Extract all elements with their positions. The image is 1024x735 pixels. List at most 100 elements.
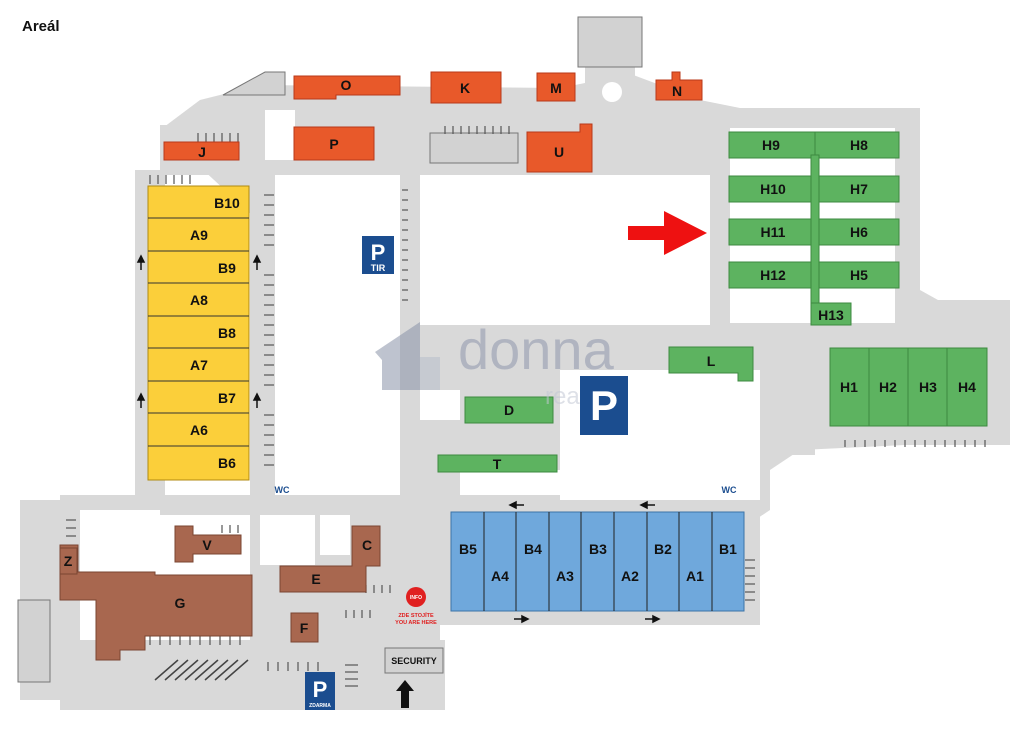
building-h13[interactable]: [810, 302, 852, 326]
label-a7[interactable]: A7: [190, 357, 208, 373]
label-b6[interactable]: B6: [218, 455, 236, 471]
label-a3[interactable]: A3: [556, 568, 574, 584]
label-a1[interactable]: A1: [686, 568, 704, 584]
building-h11[interactable]: [728, 218, 816, 246]
building-h7[interactable]: [814, 175, 900, 203]
blue-building-block: B5 A4 B4 A3 B3 A2 B2 A1 B1: [450, 511, 745, 612]
building-g[interactable]: [59, 544, 253, 661]
building-f[interactable]: [290, 612, 319, 643]
orange-buildings: [163, 71, 703, 173]
label-h12: H12: [760, 267, 786, 283]
label-a2[interactable]: A2: [621, 568, 639, 584]
parking-tir-sub: TIR: [371, 263, 386, 273]
label-c: C: [362, 537, 372, 553]
building-p-top[interactable]: [293, 126, 375, 161]
spine-h: [810, 154, 820, 306]
building-o[interactable]: [293, 75, 401, 100]
label-g: G: [175, 595, 186, 611]
small-arrow-icon: [639, 500, 655, 510]
label-h7: H7: [850, 181, 868, 197]
label-v: V: [202, 537, 212, 553]
gray-building: [384, 647, 444, 674]
building-m[interactable]: [536, 72, 576, 102]
small-arrow-icon: [514, 614, 530, 624]
stalls-left-column: [264, 194, 274, 466]
label-h10: H10: [760, 181, 786, 197]
label-l: L: [707, 353, 716, 369]
label-b2[interactable]: B2: [654, 541, 672, 557]
map-title: Areál: [22, 18, 60, 35]
building-h12[interactable]: [728, 261, 816, 289]
small-arrow-icon: [136, 254, 146, 270]
building-d[interactable]: [464, 396, 554, 424]
parking-tir-sign: [362, 236, 394, 274]
parking-free-sub: ZDARMA: [309, 703, 331, 709]
label-h9: H9: [762, 137, 780, 153]
label-b4[interactable]: B4: [524, 541, 542, 557]
building-z[interactable]: [59, 547, 78, 575]
parking-tir-label: P: [371, 240, 386, 265]
building-h3[interactable]: [907, 347, 948, 427]
label-b8[interactable]: B8: [218, 325, 236, 341]
building-t[interactable]: [437, 454, 558, 473]
building-h9[interactable]: [728, 131, 816, 159]
building-yellow-block: [147, 185, 250, 481]
label-h5: H5: [850, 267, 868, 283]
you-are-here-en: YOU ARE HERE: [395, 620, 437, 626]
label-j: J: [198, 144, 206, 160]
gray-building: [17, 599, 51, 683]
open-area: [420, 175, 710, 325]
label-h6: H6: [850, 224, 868, 240]
label-h11: H11: [761, 224, 786, 240]
label-h2: H2: [879, 379, 897, 395]
building-h6[interactable]: [814, 218, 900, 246]
label-h4: H4: [958, 379, 976, 395]
label-h3: H3: [919, 379, 937, 395]
label-a4[interactable]: A4: [491, 568, 509, 584]
stalls-bottom: [66, 519, 755, 687]
you-are-here-marker[interactable]: INFO ZDE STOJÍTE YOU ARE HERE: [395, 587, 437, 626]
building-h4[interactable]: [946, 347, 988, 427]
wc-left-label: WC: [275, 485, 290, 495]
building-l[interactable]: [668, 346, 754, 382]
yellow-building-block: B10 A9 B9 A8 B8 A7 B7 A6 B6: [147, 185, 250, 481]
label-a6[interactable]: A6: [190, 422, 208, 438]
label-b5[interactable]: B5: [459, 541, 477, 557]
right-arrow-icon: [628, 211, 707, 255]
stalls-top-row: [149, 126, 510, 184]
info-label: INFO: [410, 595, 422, 601]
building-h8[interactable]: [814, 131, 900, 159]
label-b7[interactable]: B7: [218, 390, 236, 406]
label-b3[interactable]: B3: [589, 541, 607, 557]
brown-labels: Z V C E G F: [64, 537, 372, 636]
orange-labels: O K M N J P U: [198, 77, 682, 160]
label-b1[interactable]: B1: [719, 541, 737, 557]
wc-right-label: WC: [722, 485, 737, 495]
building-k[interactable]: [430, 71, 502, 104]
info-icon: [406, 587, 426, 607]
label-b10[interactable]: B10: [214, 195, 240, 211]
road-segment: [610, 108, 920, 128]
building-h10[interactable]: [728, 175, 816, 203]
loading-ramp: [154, 659, 249, 681]
up-arrow-icon: [396, 680, 414, 708]
parking-free[interactable]: P ZDARMA: [305, 672, 335, 710]
road-segment: [250, 170, 275, 510]
label-f: F: [300, 620, 309, 636]
parking-main[interactable]: P: [580, 376, 628, 435]
building-j[interactable]: [163, 141, 240, 161]
parking-tir[interactable]: P TIR: [362, 236, 394, 274]
building-h2[interactable]: [868, 347, 909, 427]
building-u[interactable]: [526, 123, 593, 173]
watermark: donna reality: [375, 318, 615, 410]
stalls-tir-column: [402, 189, 408, 301]
building-v[interactable]: [174, 525, 242, 563]
green-buildings: [437, 131, 988, 473]
label-a8[interactable]: A8: [190, 292, 208, 308]
watermark-house-icon: [375, 322, 420, 390]
label-b9[interactable]: B9: [218, 260, 236, 276]
building-n[interactable]: [655, 71, 703, 101]
building-c[interactable]: [279, 525, 381, 593]
label-a9[interactable]: A9: [190, 227, 208, 243]
